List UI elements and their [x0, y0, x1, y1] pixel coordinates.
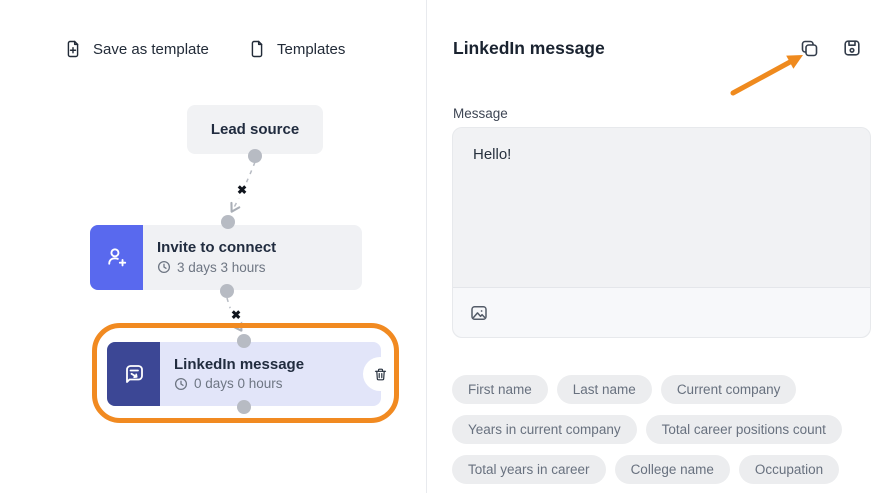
variables-row-1: First name Last name Current company — [452, 375, 797, 404]
save-as-template-button[interactable]: Save as template — [63, 36, 209, 62]
file-plus-icon — [63, 39, 83, 59]
insert-image-button[interactable] — [469, 303, 489, 323]
variable-chip[interactable]: Total years in career — [452, 455, 606, 484]
templates-button[interactable]: Templates — [247, 36, 345, 62]
variable-chip[interactable]: Current company — [660, 375, 797, 404]
copy-message-button[interactable] — [797, 36, 821, 60]
node-invite-delay: 3 days 3 hours — [177, 259, 266, 275]
variable-chip[interactable]: First name — [452, 375, 548, 404]
chat-send-icon — [107, 342, 160, 406]
save-message-button[interactable] — [840, 36, 864, 60]
remove-connection-icon[interactable]: ✖ — [233, 181, 251, 199]
message-input[interactable]: Hello! — [452, 127, 871, 338]
variable-chip[interactable]: Occupation — [738, 455, 840, 484]
file-icon — [247, 39, 267, 59]
variables-row-3: Total years in career College name Occup… — [452, 455, 840, 484]
node-message-delay: 0 days 0 hours — [194, 376, 283, 392]
remove-connection-icon[interactable]: ✖ — [227, 306, 245, 324]
clock-icon — [174, 377, 188, 391]
panel-title: LinkedIn message — [453, 38, 605, 58]
node-lead-source-title: Lead source — [210, 121, 300, 138]
variable-chip[interactable]: Total career positions count — [645, 415, 842, 444]
variable-chip[interactable]: Years in current company — [452, 415, 637, 444]
node-invite-to-connect[interactable]: Invite to connect 3 days 3 hours — [90, 225, 362, 290]
person-add-icon — [90, 225, 143, 290]
variable-chip[interactable]: Last name — [556, 375, 652, 404]
clock-icon — [157, 260, 171, 274]
message-value: Hello! — [473, 146, 512, 163]
templates-label: Templates — [277, 40, 346, 58]
node-lead-source[interactable]: Lead source — [187, 105, 323, 154]
node-message-title: LinkedIn message — [174, 355, 305, 373]
variables-row-2: Years in current company Total career po… — [452, 415, 842, 444]
delete-step-button[interactable] — [363, 357, 397, 391]
save-icon — [842, 38, 862, 58]
variable-chip[interactable]: College name — [614, 455, 730, 484]
node-linkedin-message[interactable]: LinkedIn message 0 days 0 hours — [107, 342, 397, 406]
save-as-template-label: Save as template — [93, 40, 209, 58]
copy-icon — [799, 38, 820, 59]
panel-divider — [426, 0, 427, 493]
message-field-label: Message — [453, 106, 508, 121]
message-toolbar — [453, 287, 870, 337]
trash-icon — [373, 367, 388, 382]
node-invite-title: Invite to connect — [157, 239, 277, 257]
image-icon — [469, 303, 489, 323]
